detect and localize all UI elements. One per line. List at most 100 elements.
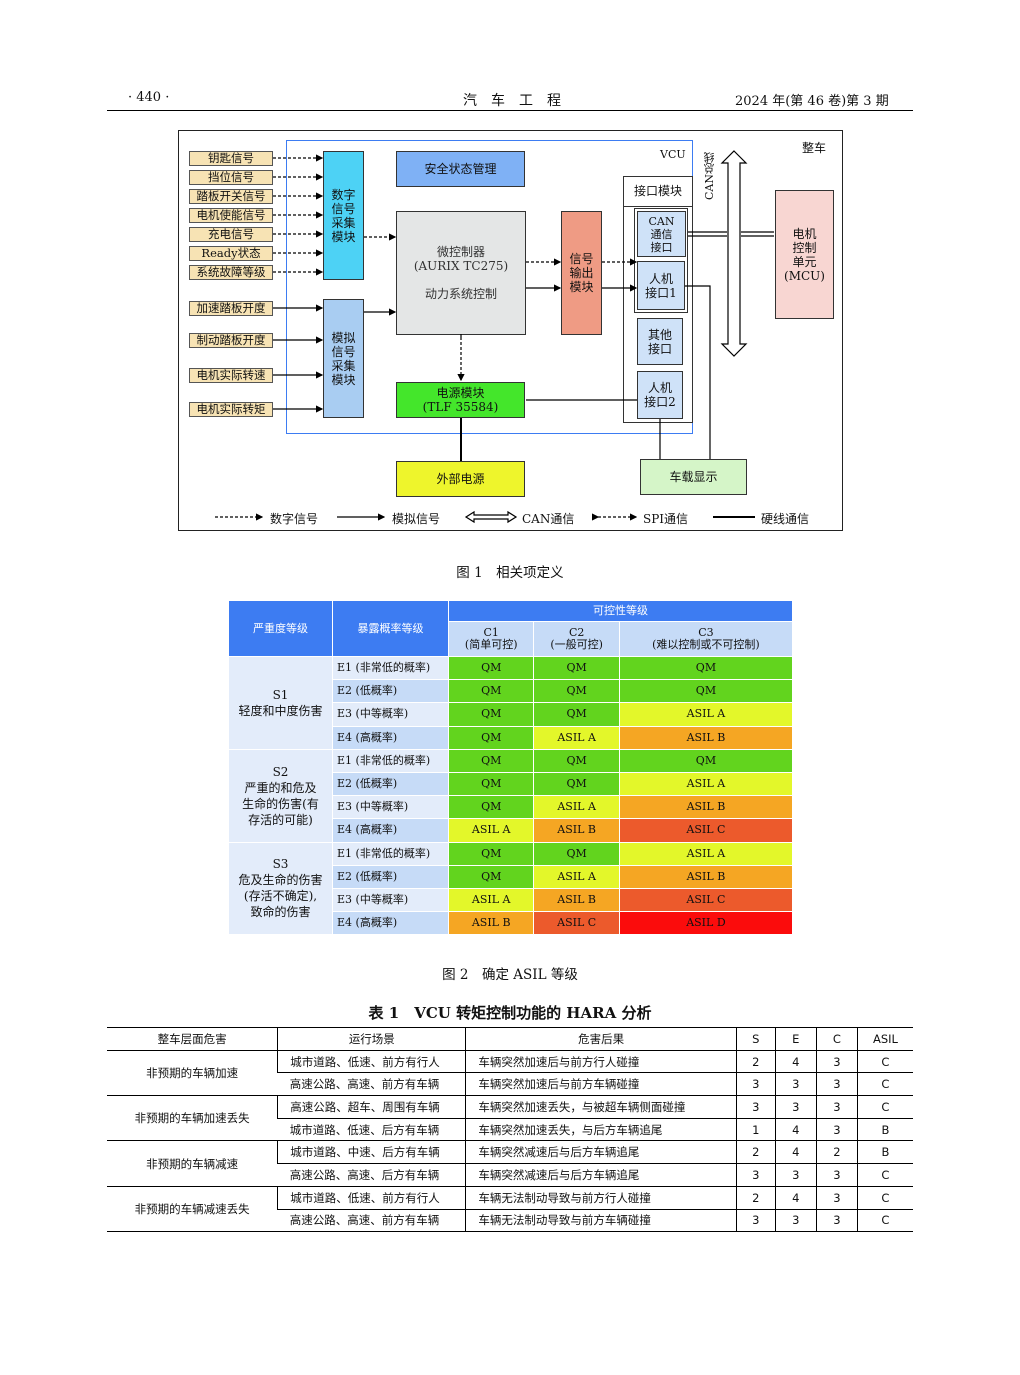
table-cell: 2 — [735, 1186, 776, 1210]
exposure-cell: E4 (高概率) — [332, 725, 449, 750]
asil-cell: ASIL B — [618, 795, 794, 820]
hmi-interface-2: 人机 接口2 — [637, 371, 683, 419]
hazard-cell: 非预期的车辆加速 — [107, 1050, 278, 1097]
severity-cell: S3 危及生命的伤害 (存活不确定), 致命的伤害 — [228, 841, 333, 936]
asil-cell: ASIL A — [533, 725, 620, 750]
legend-digital: 数字信号 — [270, 512, 319, 526]
asil-cell: QM — [447, 748, 535, 773]
page-number: · 440 · — [128, 90, 170, 105]
figure2-caption: 图 2 确定 ASIL 等级 — [442, 967, 578, 983]
asil-cell: ASIL B — [618, 725, 794, 750]
digital-input-label: 充电信号 — [189, 227, 273, 242]
column-header: E — [774, 1027, 817, 1051]
table-cell: 3 — [815, 1163, 858, 1187]
table-cell: 高速公路、高速、前方有车辆 — [289, 1213, 440, 1228]
exposure-cell: E4 (高概率) — [332, 911, 449, 936]
external-power: 外部电源 — [396, 461, 525, 497]
journal-name: 汽 车 工 程 — [463, 93, 561, 109]
exposure-cell: E3 (中等概率) — [332, 887, 449, 913]
table-cell: 城市道路、低速、后方有车辆 — [277, 1118, 466, 1142]
hmi-interface-1: 人机 接口1 — [637, 261, 685, 310]
hazard-cell: 非预期的车辆减速丢失 — [107, 1186, 278, 1233]
can-interface: CAN 通信 接口 — [637, 211, 686, 257]
column-header: C — [815, 1027, 858, 1051]
table-cell: 车辆突然加速后与前方车辆碰撞 — [465, 1072, 737, 1097]
asil-cell: ASIL C — [533, 911, 620, 936]
figure1-caption: 图 1 相关项定义 — [456, 565, 564, 581]
asil-cell: QM — [533, 841, 620, 866]
control-code: C1 — [483, 626, 499, 639]
table-cell: B — [856, 1140, 913, 1165]
asil-cell: QM — [533, 679, 620, 704]
asil-cell: QM — [618, 748, 794, 773]
asil-cell: ASIL A — [533, 864, 620, 889]
issue-info: 2024 年(第 46 卷)第 3 期 — [735, 94, 889, 109]
asil-cell: ASIL B — [618, 864, 794, 889]
asil-cell: QM — [447, 771, 535, 797]
asil-cell: ASIL A — [618, 841, 794, 866]
analog-input-label: 电机实际转矩 — [189, 402, 273, 417]
table-cell: 4 — [774, 1050, 817, 1074]
table-cell: B — [856, 1118, 913, 1142]
column-header: S — [735, 1027, 776, 1051]
control-desc: (一般可控) — [550, 638, 603, 651]
asil-cell: QM — [447, 679, 535, 704]
table-cell: 2 — [735, 1140, 776, 1165]
digital-input-label: 踏板开关信号 — [189, 189, 273, 204]
control-code: C3 — [698, 626, 714, 639]
table-cell: 3 — [815, 1050, 858, 1074]
asil-cell: QM — [533, 771, 620, 797]
hazard-cell: 非预期的车辆加速丢失 — [107, 1095, 278, 1142]
table-row: 非预期的车辆加速丢失高速公路、超车、周围有车辆车辆突然加速丢失，与被超车辆侧面碰… — [107, 1095, 913, 1142]
exposure-cell: E1 (非常低的概率) — [332, 748, 449, 773]
table-cell: 高速公路、超车、周围有车辆 — [277, 1095, 466, 1119]
column-header: 整车层面危害 — [107, 1027, 278, 1051]
analog-input-label: 制动踏板开度 — [189, 333, 273, 348]
motor-control-unit: 电机 控制 单元 (MCU) — [775, 190, 834, 319]
digital-input-label: Ready状态 — [189, 246, 273, 261]
digital-input-label: 电机使能信号 — [189, 208, 273, 223]
asil-cell: QM — [533, 702, 620, 727]
other-interface: 其他 接口 — [637, 318, 683, 365]
asil-cell: ASIL A — [618, 702, 794, 727]
figure1-frame — [178, 130, 843, 531]
asil-cell: ASIL C — [618, 818, 794, 843]
table-cell: 3 — [774, 1209, 817, 1232]
column-header: 危害后果 — [465, 1027, 737, 1051]
table-cell: 4 — [774, 1186, 817, 1210]
table-cell: 城市道路、低速、前方有行人 — [277, 1050, 466, 1074]
table-cell: 3 — [735, 1209, 776, 1232]
table-cell: 3 — [735, 1163, 776, 1187]
exposure-cell: E2 (低概率) — [332, 679, 449, 704]
exposure-header: 暴露概率等级 — [332, 600, 449, 657]
controllability-column-header: C2(一般可控) — [533, 621, 620, 657]
asil-cell: ASIL A — [618, 771, 794, 797]
digital-acquisition-module: 数字 信号 采集 模块 — [323, 151, 364, 280]
control-desc: (难以控制或不可控制) — [652, 638, 760, 651]
interface-module-title: 接口模块 — [624, 177, 692, 207]
table-cell: 车辆突然加速后与前方行人碰撞 — [465, 1050, 737, 1074]
analog-input-label: 加速踏板开度 — [189, 301, 273, 316]
hazard-cell: 非预期的车辆减速 — [107, 1140, 278, 1187]
table-cell: 城市道路、中速、后方有车辆 — [277, 1140, 466, 1165]
table-cell: 3 — [774, 1072, 817, 1097]
severity-cell: S2 严重的和危及 生命的伤害(有 存活的可能) — [228, 748, 333, 843]
control-code: C2 — [568, 626, 585, 639]
header-rule — [107, 110, 913, 111]
asil-cell: QM — [533, 748, 620, 773]
asil-cell: ASIL A — [533, 795, 620, 820]
table-cell: 3 — [815, 1095, 858, 1119]
